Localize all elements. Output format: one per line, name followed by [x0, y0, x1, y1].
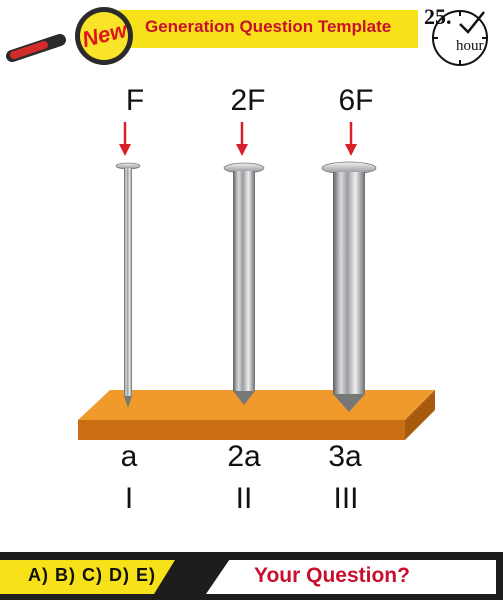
- acceleration-label-3: 3a: [328, 440, 362, 473]
- force-label-1: F: [125, 84, 145, 117]
- answers-band: [0, 560, 175, 594]
- nail-label-3: III: [333, 482, 359, 515]
- down-arrow-icon: [345, 122, 357, 156]
- clock-icon: [432, 10, 488, 66]
- checkmark-icon: [459, 11, 485, 34]
- force-label-2: 2F: [230, 84, 266, 117]
- header-title: Generation Question Template: [145, 17, 392, 36]
- acceleration-label-2: 2a: [227, 440, 261, 473]
- nail-2: [223, 162, 265, 405]
- wooden-board: [78, 390, 435, 440]
- header-title-band: [118, 10, 418, 48]
- force-label-3: 6F: [338, 84, 374, 117]
- question-band: [206, 560, 496, 594]
- nail-label-1: I: [124, 482, 134, 515]
- nails-diagram: [78, 122, 435, 440]
- acceleration-label-1: a: [120, 440, 138, 473]
- down-arrow-icon: [119, 122, 131, 156]
- clock-unit: hour: [456, 38, 484, 54]
- nail-1: [115, 162, 141, 408]
- nail-label-2: II: [235, 482, 253, 515]
- nail-3: [321, 161, 377, 412]
- clock-number: 25.: [424, 4, 452, 29]
- magnifier-icon: [6, 7, 133, 65]
- down-arrow-icon: [236, 122, 248, 156]
- your-question-text: Your Question?: [254, 564, 410, 587]
- answer-options: A) B) C) D) E): [28, 565, 156, 585]
